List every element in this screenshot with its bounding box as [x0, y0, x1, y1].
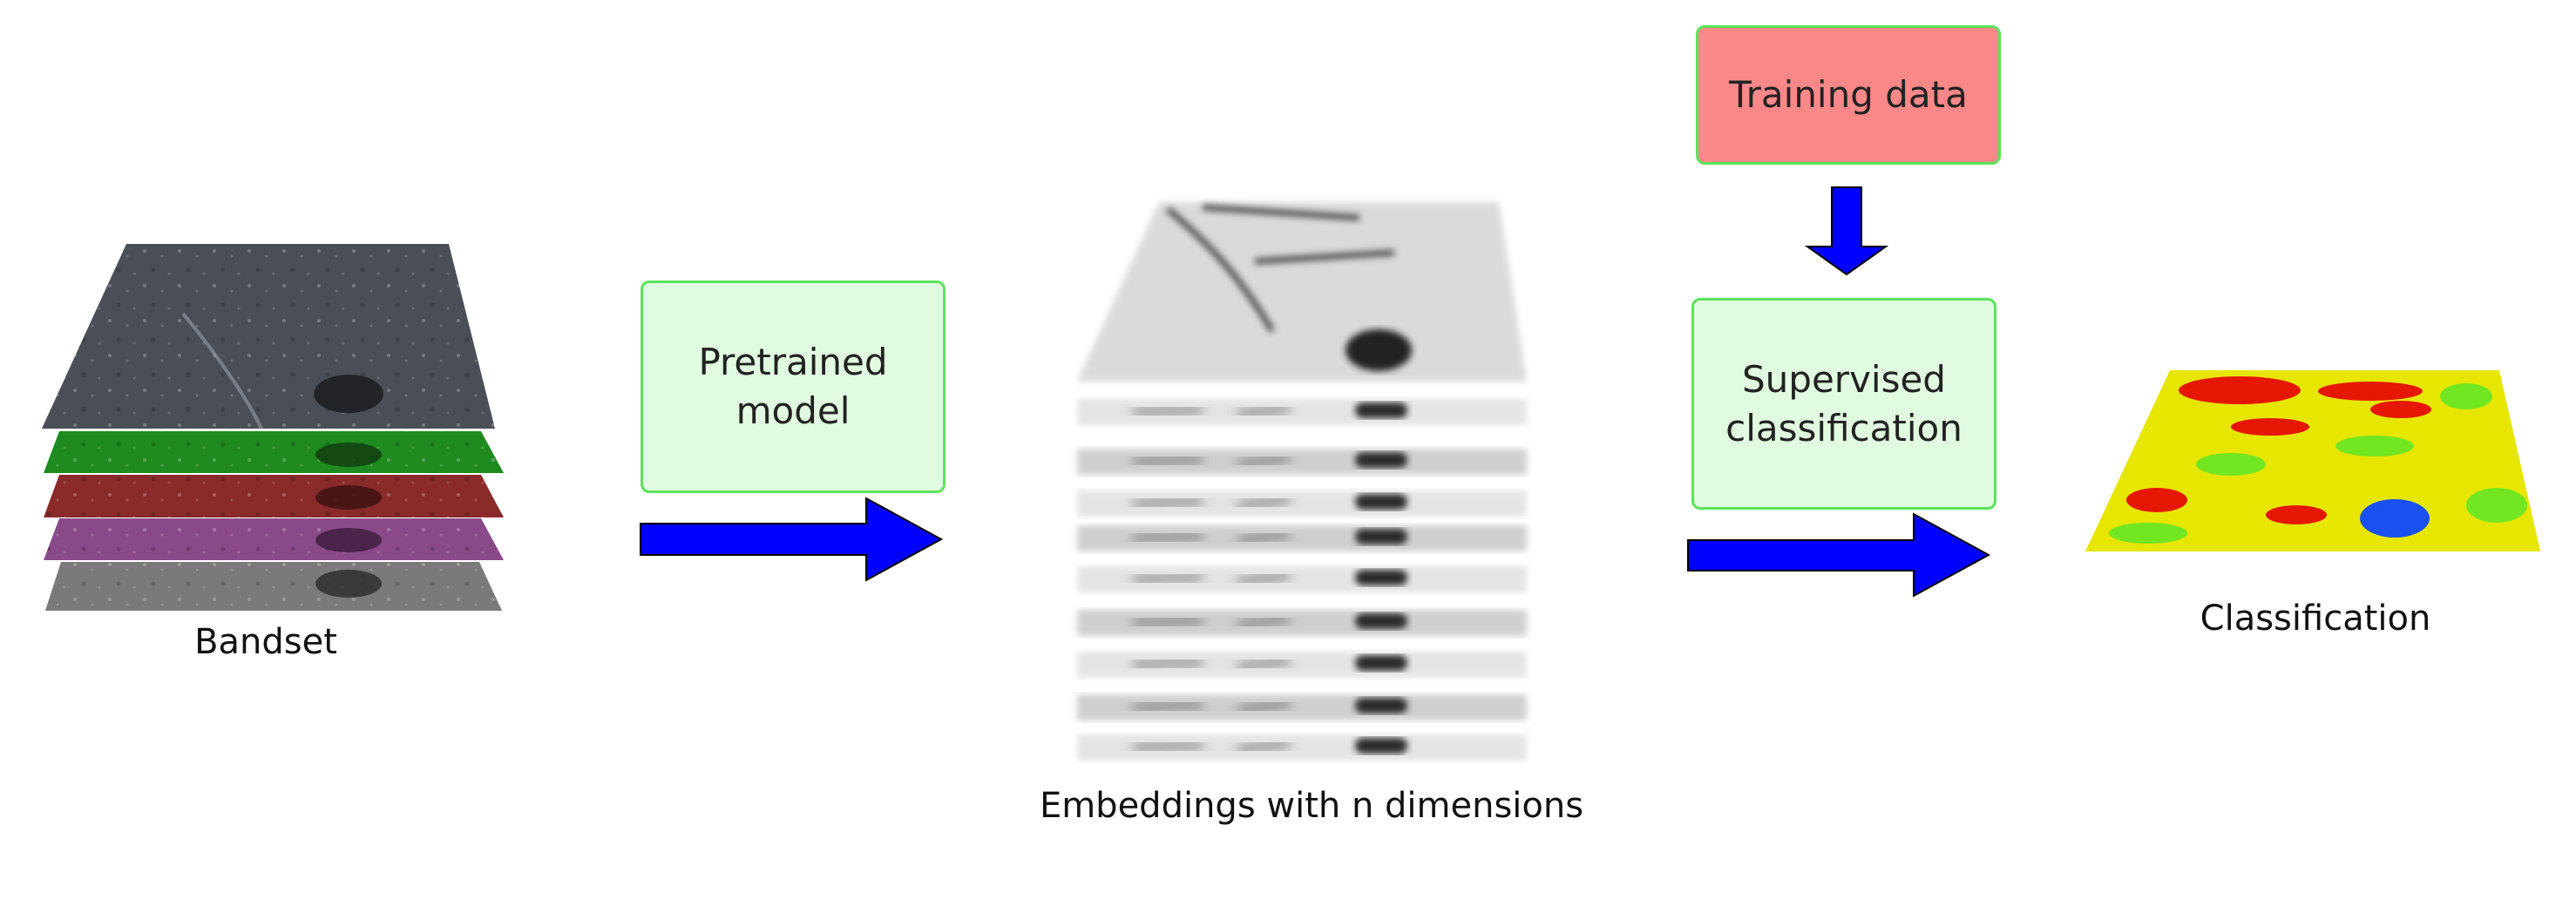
class-patch [2231, 418, 2309, 436]
supervised-line2: classification [1725, 406, 1963, 450]
classification-label: Classification [2200, 599, 2431, 639]
pretrained-line1: Pretrained [698, 341, 888, 383]
embedding-layer [1077, 694, 1527, 720]
class-patch [2466, 488, 2527, 523]
embeddings-label: Embeddings with n dimensions [1040, 786, 1583, 826]
training-data-label: Training data [1729, 73, 1968, 116]
class-patch [2109, 523, 2187, 544]
class-patch [2440, 383, 2492, 409]
embedding-layer [1077, 566, 1527, 592]
embedding-layer [1077, 449, 1527, 475]
embedding-layer [1077, 525, 1527, 551]
embedding-layer [1077, 652, 1527, 678]
arrow-down-icon [1804, 186, 1889, 276]
classification-map [2085, 370, 2540, 551]
class-patch [2179, 376, 2301, 404]
lake-shape [314, 375, 383, 413]
class-patch [2318, 382, 2423, 401]
supervised-classification-box: Supervised classification [1691, 298, 1996, 510]
embedding-layer [1077, 610, 1527, 636]
bandset-stack [42, 244, 504, 611]
pretrained-model-box: Pretrained model [641, 281, 946, 493]
pretrained-line2: model [736, 389, 851, 432]
water-body [2360, 499, 2430, 538]
class-patch [2126, 488, 2187, 512]
class-patch [2370, 401, 2431, 418]
class-patch [2335, 436, 2414, 456]
arrow-right-icon [1687, 512, 1991, 598]
class-patch [2266, 505, 2327, 524]
embedding-layer [1077, 734, 1527, 761]
embedding-layer [1077, 399, 1527, 425]
supervised-line1: Supervised [1742, 357, 1946, 401]
training-data-box: Training data [1696, 25, 2001, 165]
arrow-right-icon [640, 497, 944, 582]
bandset-label: Bandset [194, 622, 337, 662]
embedding-layer [1077, 490, 1527, 517]
class-patch [2196, 453, 2266, 476]
embeddings-stack [1077, 202, 1527, 761]
